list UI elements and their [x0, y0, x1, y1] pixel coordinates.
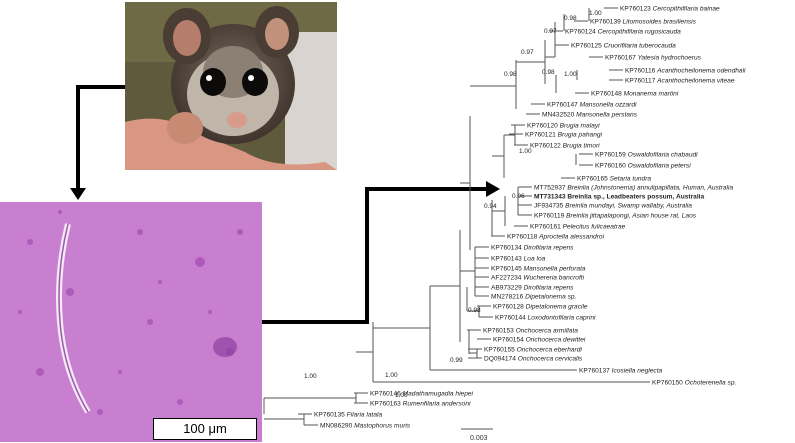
- bootstrap-value: 0.97: [521, 49, 534, 56]
- bootstrap-value: 1.00: [385, 372, 398, 379]
- tip-label: KP760146 Madathamugadia hiepei: [370, 391, 474, 398]
- tip-label: KP760150 Ochoterenella sp.: [652, 380, 736, 387]
- tip-label: MN432520 Mansonella perstans: [542, 112, 638, 119]
- tip-label: KP760139 Litomosoides brasiliensis: [590, 19, 697, 26]
- tip-label: KP760122 Brugia timori: [530, 143, 600, 150]
- tip-label: KP760154 Onchocerca dewittei: [493, 337, 586, 344]
- bootstrap-value: 0.98: [542, 69, 555, 76]
- tip-label: KP760145 Mansonella perforata: [491, 266, 586, 273]
- arrow-histology-to-tree: [262, 187, 488, 324]
- tip-label: MN278216 Dipetalonema sp.: [491, 294, 577, 301]
- tip-label: KP760128 Dipetalonema gracile: [493, 304, 588, 311]
- tip-label: KP760153 Onchocerca armillata: [483, 328, 578, 335]
- tip-label: KP760161 Pelecitus fulicaeatrae: [530, 224, 626, 231]
- bootstrap-value: 0.94: [484, 203, 497, 210]
- tip-label: KP760135 Filaria latala: [314, 412, 383, 419]
- tip-label: KP760147 Mansonella ozzardi: [547, 102, 637, 109]
- possum-photo: [125, 2, 337, 170]
- tip-label: DQ094174 Onchocerca cervicalis: [484, 356, 583, 363]
- tip-label: JF934735 Breinlia mundayi, Swamp wallaby…: [534, 203, 692, 210]
- tip-label: KP760159 Oswaldofilaria chabaudi: [595, 152, 698, 159]
- arrow-photo-to-histology: [76, 85, 125, 190]
- tip-label: KP760148 Monanema martini: [591, 91, 679, 98]
- tip-label: KP760163 Rumenfilaria andersoni: [370, 401, 471, 408]
- bootstrap-value: 0.96: [512, 193, 525, 200]
- tip-label: KP760167 Yatesia hydrochoerus: [605, 55, 702, 62]
- image-scale-bar-label: 100 μm: [153, 418, 257, 440]
- bootstrap-value: 1.00: [564, 71, 577, 78]
- tip-label: KP760123 Cercopithifilaria bainae: [620, 6, 720, 13]
- tip-label: KP760119 Breinlia jittapalapongi, Asian …: [534, 213, 697, 220]
- tip-label: KP760134 Dirofilaria repens: [491, 245, 574, 252]
- tip-label: KP760155 Onchocerca eberhardi: [484, 347, 582, 354]
- tree-tip-labels: KP760123 Cercopithifilaria bainaeKP76013…: [314, 6, 746, 430]
- tip-label: KP760116 Acanthocheilonema odendhali: [625, 68, 746, 75]
- tip-label: MT731343 Breinlia sp., Leadbeaters possu…: [534, 194, 704, 201]
- arrowhead-right: [486, 181, 500, 197]
- arrowhead-down: [70, 188, 86, 200]
- bootstrap-value: 0.98: [564, 15, 577, 22]
- bootstrap-value: 1.00: [519, 148, 532, 155]
- bootstrap-value: 1.00: [589, 10, 602, 17]
- tip-label: KP760120 Brugia malayi: [527, 123, 600, 130]
- tip-label: KP760144 Loxodontofilaria caprini: [495, 315, 596, 322]
- tip-label: KP760125 Cruorifilaria tuberocauda: [571, 43, 676, 50]
- tip-label: KP760143 Loa loa: [491, 256, 546, 263]
- bootstrap-value: 0.98: [468, 307, 481, 314]
- tip-label: MN086290 Mastophorus muris: [320, 423, 411, 430]
- tip-label: KP760165 Setaria tundra: [577, 176, 651, 183]
- histology-micrograph: [0, 202, 262, 442]
- tip-label: KP760117 Acanthocheilonema viteae: [625, 78, 735, 85]
- tree-scale-bar-label: 0.003: [470, 435, 488, 442]
- tip-label: KP760118 Aproctella alessandroi: [507, 234, 605, 241]
- bootstrap-value: 0.98: [504, 71, 517, 78]
- bootstrap-value: 0.97: [544, 28, 557, 35]
- tip-label: AF227234 Wuchereria bancrofti: [491, 275, 585, 282]
- tip-label: KP760124 Cercopithifilaria rugosicauda: [565, 29, 681, 36]
- bootstrap-value: 0.99: [450, 357, 463, 364]
- tip-label: KP760137 Icosiella neglecta: [579, 368, 663, 375]
- tip-label: KP760121 Brugia pahangi: [525, 132, 603, 139]
- tip-label: AB973229 Dirofilaria repens: [491, 285, 574, 292]
- bootstrap-value: 1.00: [395, 392, 408, 399]
- tip-label: KP760160 Oswaldofilaria petersi: [595, 163, 691, 170]
- bootstrap-value: 1.00: [304, 373, 317, 380]
- bootstrap-labels: 1.00 0.98 0.97 0.97 1.00 0.98 0.98 1.00 0.96 0.94…: [304, 10, 602, 399]
- tip-label: MT752937 Breinlia (Johnstonema) annulipa…: [534, 185, 733, 192]
